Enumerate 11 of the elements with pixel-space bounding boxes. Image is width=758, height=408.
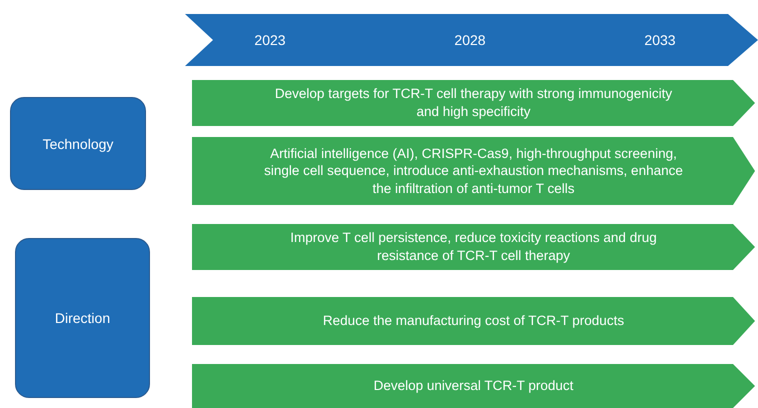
year-label: 2028 xyxy=(454,32,486,48)
year-label: 2033 xyxy=(644,32,676,48)
arrow-text: Artificial intelligence (AI), CRISPR-Cas9, high-throughput screening, single cell sequence, introduce anti-exhaustion mechanisms, enhance the infiltration of anti-tumor T cells xyxy=(263,144,684,198)
arrow-text: Improve T cell persistence, reduce toxicity reactions and drug resistance of TCR-T cell therapy xyxy=(289,229,658,265)
arrow-text: Develop targets for TCR-T cell therapy with strong immunogenicity and high specificity xyxy=(274,85,674,121)
arrow-text: Develop universal TCR-T product xyxy=(374,377,574,395)
category-box: Technology xyxy=(10,97,146,190)
year-label: 2023 xyxy=(254,32,286,48)
category-box: Direction xyxy=(15,238,150,398)
timeline-banner xyxy=(185,14,758,66)
arrow-text: Reduce the manufacturing cost of TCR-T products xyxy=(322,312,624,330)
